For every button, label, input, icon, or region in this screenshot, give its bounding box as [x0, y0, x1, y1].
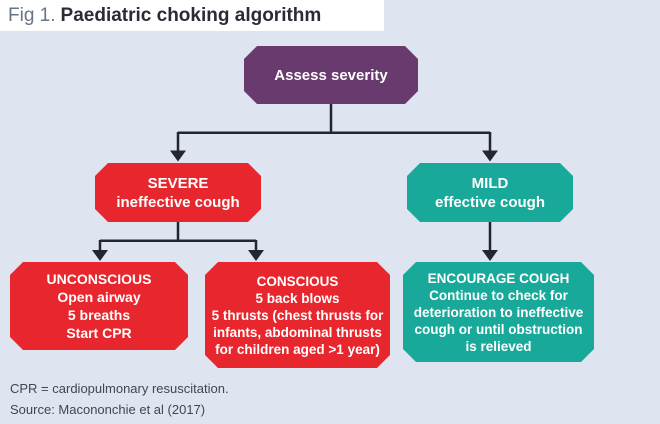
node-severe-title: SEVERE [147, 174, 209, 192]
figure-title-text: Paediatric choking algorithm [60, 5, 322, 26]
title-strip [0, 0, 384, 31]
node-mild: MILD effective cough [407, 163, 573, 222]
node-encourage-cough: ENCOURAGE COUGH Continue to check for de… [403, 262, 594, 362]
figure-title: Fig 1.Paediatric choking algorithm [8, 5, 321, 27]
node-unconscious-line-1: Open airway [57, 289, 141, 305]
node-conscious: CONSCIOUS 5 back blows 5 thrusts (chest … [205, 262, 390, 368]
figure-number: Fig 1. [8, 5, 56, 26]
node-mild-title: MILD [471, 174, 509, 192]
arrowhead-severe [170, 150, 186, 162]
node-severe-body: ineffective cough [116, 193, 240, 211]
node-mild-body: effective cough [434, 193, 546, 211]
node-conscious-line-1: 5 back blows [255, 290, 340, 306]
arrowhead-mild [482, 150, 498, 162]
node-assess-severity-label: Assess severity [274, 66, 388, 84]
node-conscious-title: CONSCIOUS [256, 273, 339, 289]
node-unconscious-title: UNCONSCIOUS [46, 271, 152, 287]
abbreviation-note: CPR = cardiopulmonary resuscitation. [10, 381, 229, 396]
arrowhead-conscious [248, 250, 264, 261]
node-encourage-cough-title: ENCOURAGE COUGH [427, 270, 570, 286]
node-conscious-line-2: 5 thrusts (chest thrusts for infants, ab… [211, 307, 384, 357]
node-encourage-cough-body: Continue to check for deterioration to i… [413, 287, 584, 354]
arrowhead-encourage [482, 250, 498, 261]
node-severe: SEVERE ineffective cough [95, 163, 261, 222]
node-unconscious-line-2: 5 breaths [67, 307, 131, 323]
node-unconscious-line-3: Start CPR [66, 325, 132, 341]
source-note: Source: Macononchie et al (2017) [10, 402, 206, 417]
node-assess-severity: Assess severity [244, 46, 418, 104]
arrowhead-unconscious [92, 250, 108, 261]
node-unconscious: UNCONSCIOUS Open airway 5 breaths Start … [10, 262, 188, 350]
